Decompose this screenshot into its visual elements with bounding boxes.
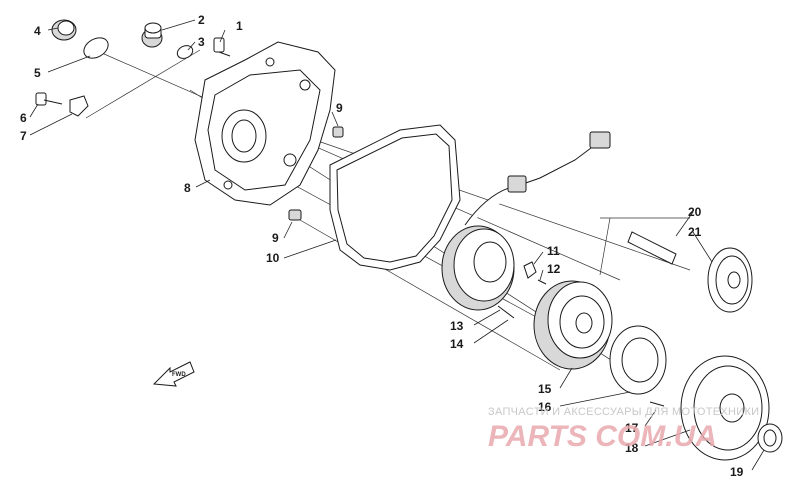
watermark-logo: PARTS COM.UA (488, 420, 717, 453)
callout-11: 11 (547, 244, 560, 258)
stator-coil (441, 225, 515, 311)
callout-18: 18 (625, 441, 639, 455)
svg-text:FWD: FWD (172, 372, 186, 378)
callout-13: 13 (450, 319, 464, 333)
watermark: ЗАПЧАСТИ И АКСЕССУАРЫ ДЛЯ МОТОТЕХНИКИ PA… (488, 406, 759, 453)
callout-5: 5 (34, 66, 41, 80)
o-ring-large (83, 37, 109, 59)
starter-driven-gear (680, 355, 770, 461)
callout-3: 3 (198, 35, 205, 49)
wire-clip (69, 95, 89, 117)
idler-shaft (627, 231, 677, 265)
idler-gear (707, 247, 753, 313)
callout-4: 4 (34, 24, 41, 38)
plug-cap (51, 19, 77, 41)
callout-10: 10 (266, 251, 280, 265)
callout-9-upper: 9 (336, 101, 343, 115)
stator-bolt (497, 305, 515, 319)
callout-17: 17 (625, 421, 639, 435)
dowel-pin-upper (332, 126, 344, 138)
wire-retainer (523, 261, 537, 279)
callout-21: 21 (688, 225, 702, 239)
dowel-pin-lower (288, 209, 302, 221)
cover-gasket (329, 124, 461, 271)
stator-cover (194, 41, 336, 206)
thrust-washer (757, 423, 783, 453)
retainer-screw (537, 279, 547, 285)
bolt-left (35, 92, 63, 106)
callout-16: 16 (538, 400, 552, 414)
callout-2: 2 (198, 13, 205, 27)
callout-1: 1 (236, 19, 243, 33)
callout-6: 6 (20, 111, 27, 125)
stator-wiring-harness (464, 131, 611, 226)
flywheel-rotor (533, 280, 613, 370)
clutch-bolt (649, 401, 665, 407)
callout-numbers: 1 2 3 4 5 6 7 8 9 9 10 11 12 13 14 15 16… (20, 13, 744, 479)
callout-7: 7 (20, 129, 27, 143)
callout-14: 14 (450, 337, 464, 351)
bolt-top (213, 37, 231, 57)
callout-20: 20 (688, 205, 702, 219)
threaded-plug (141, 22, 163, 48)
callout-leader-lines (29, 19, 765, 471)
callout-8: 8 (184, 181, 191, 195)
callout-19: 19 (730, 465, 744, 479)
starter-clutch (609, 325, 667, 395)
callout-15: 15 (538, 382, 552, 396)
watermark-caption: ЗАПЧАСТИ И АКСЕССУАРЫ ДЛЯ МОТОТЕХНИКИ (488, 406, 759, 418)
callout-9-lower: 9 (272, 231, 279, 245)
callout-12: 12 (547, 262, 561, 276)
forward-arrow-icon: FWD (152, 361, 195, 387)
